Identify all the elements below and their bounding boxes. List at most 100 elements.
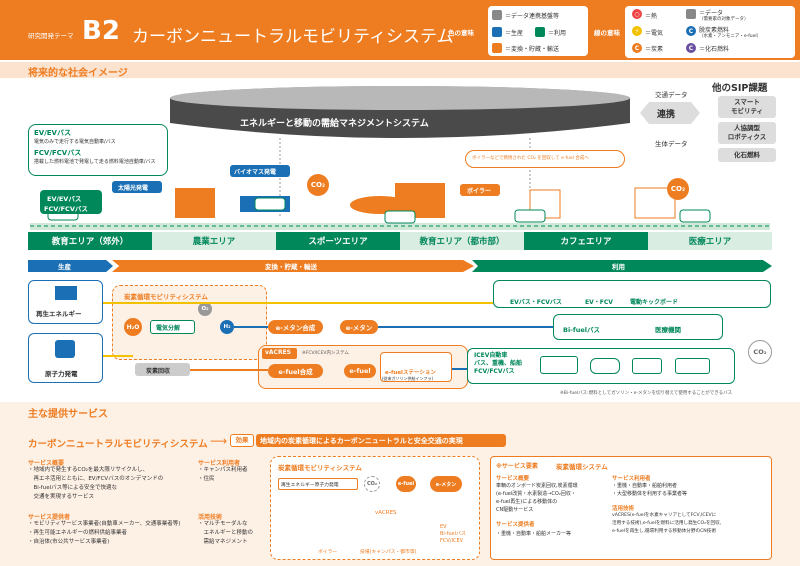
biomass-badge	[230, 165, 290, 177]
phase-production	[28, 260, 113, 272]
icev-label: ICEV自動車 バス、重機、船舶 FCV/FCVバス	[474, 352, 523, 375]
effect-bar	[256, 434, 506, 447]
element-name: 炭素循環システム	[556, 463, 608, 471]
tech-title: 活用技術	[198, 514, 223, 521]
fuel-line	[378, 326, 553, 328]
phase-production-label: 生産	[58, 263, 71, 271]
o2-icon: O₂	[198, 302, 212, 316]
solar-label: 太陽光発電	[118, 185, 149, 192]
solar-panel-icon	[55, 286, 77, 300]
element-tag: ※サービス要素	[496, 463, 538, 470]
carbon-icon: C	[632, 43, 642, 53]
elem-provider-title: サービス提供者	[496, 522, 535, 528]
vacres-note: ※FCV/ICEV内システム	[302, 351, 349, 356]
efuel: e-fuel	[344, 364, 376, 378]
nuclear-label: 原子力発電	[45, 370, 78, 378]
fcv-title: FCV/FCVバス	[34, 149, 82, 157]
solar-badge	[112, 181, 162, 193]
legend-electricity: ＝電気	[645, 30, 664, 37]
other-sip-title: 他のSIP課題	[712, 83, 768, 94]
electricity-icon: ⚡	[632, 26, 642, 36]
fuel-line	[452, 368, 467, 370]
h2-icon: H₂	[220, 320, 234, 334]
provider-title: サービス提供者	[28, 514, 71, 521]
vacres-tag	[262, 348, 297, 359]
legend-carbon: ＝炭素	[645, 46, 664, 53]
elem-overview-text: 車輌のオンボード炭素回収,炭素循環 (e-fuel改質・水素製造→CO₂回収・ …	[496, 483, 578, 513]
area-medical: 医療エリア	[648, 232, 772, 250]
vacres-label: vACRES	[265, 349, 291, 356]
bus-icon	[514, 209, 546, 223]
co2-badge: CO₂	[667, 178, 689, 200]
sip-smart-mobility: スマート モビリティ	[718, 96, 776, 118]
arrow-right-icon: ⟶	[210, 434, 228, 448]
elem-users-title: サービス利用者	[612, 476, 651, 482]
renewable-label: 再生エネルギー	[36, 310, 82, 318]
boiler-note-bubble	[465, 150, 625, 168]
phase-conversion	[112, 260, 474, 272]
legend-co2-fuel: 脱炭素燃料	[699, 27, 730, 34]
electric-line	[103, 302, 493, 304]
vehicle-info-callout	[28, 124, 168, 176]
legend-blue-swatch	[492, 27, 502, 37]
legend-conversion: ＝変換・貯蔵・輸送	[505, 46, 560, 53]
legend-green-swatch	[535, 27, 545, 37]
station-sub: (従来ガソリン供給インフラ)	[382, 376, 434, 381]
fcvbus-label: FCV/FCVバス	[44, 205, 88, 213]
ccs-title: 炭素循環モビリティシステム	[124, 293, 208, 301]
legend-line-box	[625, 6, 795, 58]
ems-label: エネルギーと移動の需給マネジメントシステム	[240, 119, 429, 129]
use-bifuel-box	[553, 314, 723, 340]
mini-vacres-label: vACRES	[375, 510, 397, 516]
ev-title: EV/EVバス	[34, 129, 71, 137]
data-target-icon	[686, 9, 696, 19]
renewable-box	[28, 280, 103, 324]
truck-icon	[632, 358, 662, 374]
heat-icon: ○	[632, 9, 642, 19]
phase-conversion-label: 変換・貯蔵・輸送	[265, 263, 317, 271]
effect-text: 地域内の炭素循環によるカーボンニュートラルと安全交通の実現	[260, 437, 463, 445]
elem-provider-text: ・重機・自動車・船舶メーカー等	[496, 531, 572, 537]
sip-robotics: 人協調型 ロボティクス	[718, 122, 776, 144]
co2-cloud-icon: CO₂	[748, 340, 772, 364]
station-label: e-fuelステーション	[385, 370, 436, 376]
co2-badge: CO₂	[307, 174, 329, 196]
sip-fossil-fuel: 化石燃料	[718, 148, 776, 162]
mini-ccs-title: 炭素循環モビリティシステム	[278, 464, 362, 472]
ems-rim	[170, 86, 630, 110]
bus-icon	[384, 210, 416, 224]
legend-co2-fuel-sub: （水素・アンモニア・e-fuel）	[699, 34, 762, 39]
theme-label: 研究開発テーマ	[28, 32, 74, 40]
phase-use	[472, 260, 772, 272]
medical-label: 医療機関	[655, 326, 681, 334]
mini-ccs-box	[270, 456, 480, 560]
elem-tech-title: 活用技術	[612, 506, 635, 512]
evbus-label: EV/EVバス	[47, 195, 82, 203]
legend-color-meaning: 色の意味	[448, 29, 474, 37]
legend-line-meaning: 線の意味	[594, 29, 620, 37]
legend-data-target: ＝データ	[699, 10, 724, 17]
evbus-badge	[40, 190, 102, 214]
area-agriculture: 農業エリア	[152, 232, 276, 250]
road	[30, 223, 770, 230]
area-education-urban: 教育エリア（都市部）	[400, 232, 524, 250]
biomass-label: バイオマス発電	[234, 169, 277, 176]
area-cafe: カフェエリア	[524, 232, 648, 250]
tractor-icon	[675, 358, 710, 374]
electric-line	[103, 355, 133, 357]
nuclear-plant-icon	[55, 340, 75, 358]
legend-data-platform: ＝データ連携基盤等	[505, 13, 560, 20]
mini-co2-icon: CO₂	[364, 476, 380, 492]
page-title: カーボンニュートラルモビリティシステム	[132, 27, 454, 47]
elem-tech-text: vACRES(e-fuelを水素キャリアとしてFCV,ICEVに 活用する技術)…	[612, 513, 722, 534]
area-sports: スポーツエリア	[276, 232, 400, 250]
ev-desc: 電気のみで走行する電気自動車/バス	[34, 139, 116, 145]
use-ev-bus: EVバス・FCVバス	[510, 299, 562, 306]
link-arrow	[640, 102, 700, 124]
fcv-desc: 搭載した燃料電池で発電して走る燃料電池自動車/バス	[34, 159, 156, 165]
theme-code: B2	[82, 16, 120, 46]
boiler-note: ボイラーなどで燃焼された CO₂ を回収して e-fuel 合成へ	[472, 156, 589, 161]
boiler-badge	[460, 184, 500, 196]
bus-icon	[254, 197, 286, 211]
mini-renew-label: 再生エネルギー原子力発電	[281, 483, 339, 488]
